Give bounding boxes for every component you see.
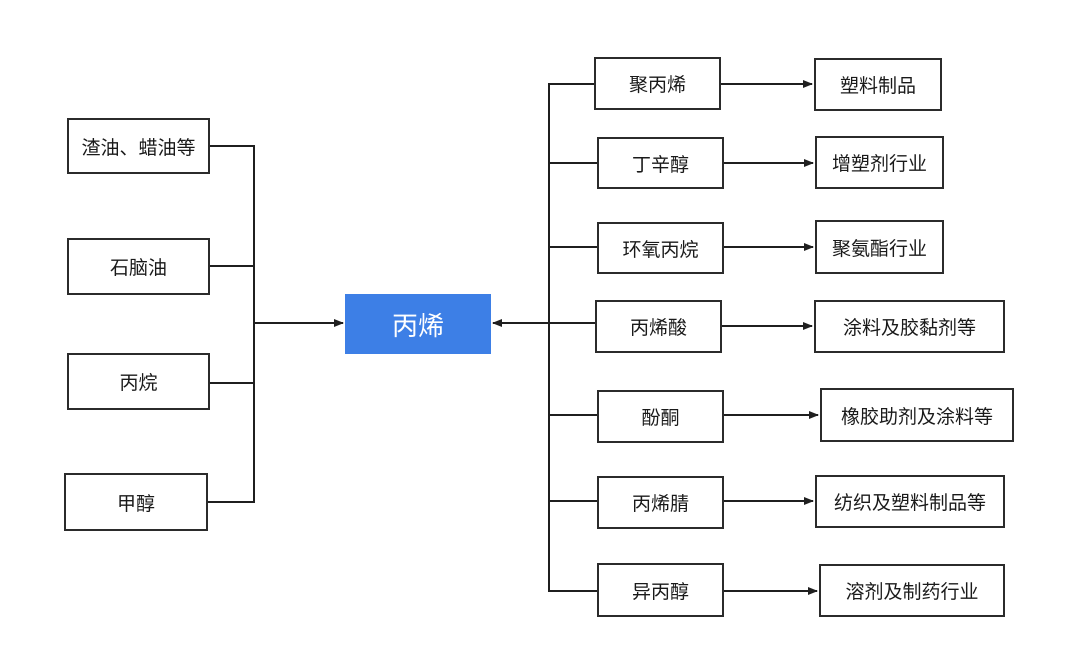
center-node-label: 丙烯 [391, 311, 444, 342]
application-label: 聚氨酯行业 [831, 237, 927, 260]
source-node: 丙烷 [67, 353, 210, 410]
derivative-node: 丁辛醇 [597, 137, 724, 189]
application-label: 涂料及胶黏剂等 [842, 317, 976, 339]
application-node: 橡胶助剂及涂料等 [820, 388, 1014, 442]
source-node: 甲醇 [64, 473, 208, 531]
application-label: 塑料制品 [839, 75, 916, 97]
derivative-label: 酚酮 [641, 407, 680, 429]
derivative-node: 异丙醇 [597, 563, 724, 617]
center-node-propylene: 丙烯 [345, 294, 491, 354]
derivative-node: 聚丙烯 [594, 57, 721, 110]
application-node: 增塑剂行业 [815, 136, 944, 189]
application-label: 纺织及塑料制品等 [833, 492, 986, 514]
derivative-label: 聚丙烯 [628, 74, 686, 96]
application-label: 溶剂及制药行业 [845, 581, 979, 603]
derivative-node: 环氧丙烷 [597, 222, 724, 274]
derivative-label: 丙烯酸 [629, 317, 687, 339]
derivative-label: 异丙醇 [631, 580, 689, 603]
derivative-node: 丙烯腈 [597, 476, 724, 529]
derivative-node: 酚酮 [597, 390, 724, 443]
application-node: 聚氨酯行业 [815, 220, 944, 274]
application-label: 橡胶助剂及涂料等 [840, 405, 993, 428]
derivative-label: 环氧丙烷 [622, 238, 699, 261]
source-label: 渣油、蜡油等 [81, 136, 196, 159]
source-label: 丙烷 [119, 372, 158, 394]
source-node: 渣油、蜡油等 [67, 118, 210, 174]
derivative-node: 丙烯酸 [595, 300, 722, 353]
application-node: 纺织及塑料制品等 [815, 475, 1005, 528]
application-node: 塑料制品 [814, 58, 942, 111]
source-label: 甲醇 [116, 492, 155, 515]
derivative-label: 丙烯腈 [631, 493, 689, 515]
source-label: 石脑油 [109, 257, 167, 279]
application-node: 溶剂及制药行业 [819, 564, 1005, 617]
application-label: 增塑剂行业 [831, 153, 927, 175]
application-node: 涂料及胶黏剂等 [814, 300, 1005, 353]
source-node: 石脑油 [67, 238, 210, 295]
derivative-label: 丁辛醇 [631, 153, 689, 176]
